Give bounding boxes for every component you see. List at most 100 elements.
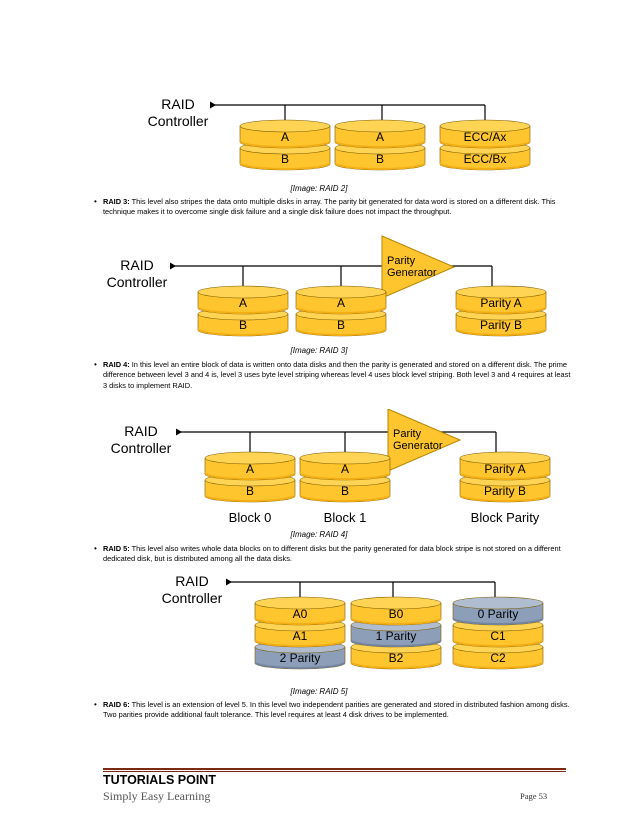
disk-top <box>452 596 544 610</box>
parity-generator <box>381 235 456 299</box>
disk-label: A1 <box>293 629 308 643</box>
disk-platter-shade <box>460 472 550 480</box>
parity-generator <box>387 408 462 472</box>
disk-label: Parity A <box>484 462 525 476</box>
footer-subtitle: Simply Easy Learning <box>103 789 211 803</box>
disk-platter-shade <box>440 140 530 148</box>
disk-platter-shade <box>351 639 441 647</box>
disk-platter-shade <box>300 494 390 502</box>
bullet-raid3: • RAID 3: This level also stripes the da… <box>94 197 573 218</box>
disk-label: A <box>281 130 289 144</box>
bullet-label: RAID 5: <box>103 544 130 553</box>
bus-arrow <box>210 101 216 109</box>
bullet-text: In this level an entire block of data is… <box>103 360 571 390</box>
parity-generator-label-line: Parity <box>387 255 416 267</box>
disk-top <box>295 285 387 299</box>
disk-label: A0 <box>293 607 308 621</box>
disk-label: B <box>246 484 254 498</box>
disk-label: Parity B <box>484 484 526 498</box>
raid-controller-label-line: Controller <box>111 440 172 456</box>
disk-platter-shade <box>351 661 441 669</box>
bullet-raid6: • RAID 6: This level is an extension of … <box>94 700 573 721</box>
disk-label: A <box>376 130 384 144</box>
disk-label: Parity A <box>480 296 521 310</box>
disk-platter-shade <box>205 472 295 480</box>
footer-title: TUTORIALS POINT <box>103 773 216 787</box>
disk-top <box>334 119 426 133</box>
disk-top <box>254 596 346 610</box>
disk-caption: Block Parity <box>471 510 540 525</box>
disk-label: B <box>341 484 349 498</box>
disk-platter-shade <box>300 472 390 480</box>
disk-label: 2 Parity <box>280 651 321 665</box>
raid5-caption: [Image: RAID 5] <box>290 687 348 696</box>
disk-platter-shade <box>296 328 386 336</box>
disk-label: B2 <box>389 651 404 665</box>
disk-2: AB <box>295 285 387 337</box>
bullet-text: This level also writes whole data blocks… <box>103 544 561 564</box>
raid-controller-label-line: RAID <box>161 96 194 112</box>
disk-platter-shade <box>335 140 425 148</box>
bullet-dot: • <box>94 360 97 369</box>
disk-label: 0 Parity <box>478 607 519 621</box>
bullet-label: RAID 6: <box>103 700 130 709</box>
disk-label: A <box>341 462 349 476</box>
disk-label: B <box>376 152 384 166</box>
disk-label: B <box>239 318 247 332</box>
footer-rule <box>103 768 566 770</box>
disk-top <box>350 596 442 610</box>
parity-generator-label-line: Parity <box>393 428 422 440</box>
disk-platter-shade <box>456 306 546 314</box>
raid-controller-label-line: RAID <box>124 423 157 439</box>
disk-label: B <box>281 152 289 166</box>
disk-label: C2 <box>490 651 506 665</box>
disk-platter-shade <box>240 140 330 148</box>
raid-controller-label-line: Controller <box>148 113 209 129</box>
disk-platter-shade <box>205 494 295 502</box>
parity-generator-label-line: Generator <box>387 267 437 279</box>
raid-controller-label-line: Controller <box>162 590 223 606</box>
disk-top <box>455 285 547 299</box>
disk-label: A <box>239 296 247 310</box>
disk-platter-shade <box>198 306 288 314</box>
disk-label: C1 <box>490 629 506 643</box>
disk-platter-shade <box>456 328 546 336</box>
disk-caption: Block 1 <box>324 510 367 525</box>
bullet-text: This level also stripes the data onto mu… <box>103 197 556 217</box>
disk-platter-shade <box>453 617 543 625</box>
bus-arrow <box>176 428 182 436</box>
bullet-raid4: • RAID 4: In this level an entire block … <box>94 360 573 391</box>
disk-caption: Block 0 <box>229 510 272 525</box>
disk-platter-shade <box>296 306 386 314</box>
disk-2: AB <box>334 119 426 171</box>
bullet-raid5: • RAID 5: This level also writes whole d… <box>94 544 573 565</box>
disk-1: AB <box>197 285 289 337</box>
bullet-label: RAID 4: <box>103 360 130 369</box>
raid3-caption: [Image: RAID 3] <box>290 346 348 355</box>
raid-controller-label-line: RAID <box>175 573 208 589</box>
page-number: Page 53 <box>520 791 548 801</box>
disk-platter-shade <box>255 639 345 647</box>
bullet-dot: • <box>94 197 97 206</box>
bullet-dot: • <box>94 544 97 553</box>
disk-top <box>239 119 331 133</box>
bullet-label: RAID 3: <box>103 197 130 206</box>
disk-2: AB <box>299 451 391 503</box>
bullet-text: This level is an extension of level 5. I… <box>103 700 570 720</box>
disk-label: Parity B <box>480 318 522 332</box>
disk-label: A <box>337 296 345 310</box>
bullet-dot: • <box>94 700 97 709</box>
raid-controller-label-line: RAID <box>120 257 153 273</box>
